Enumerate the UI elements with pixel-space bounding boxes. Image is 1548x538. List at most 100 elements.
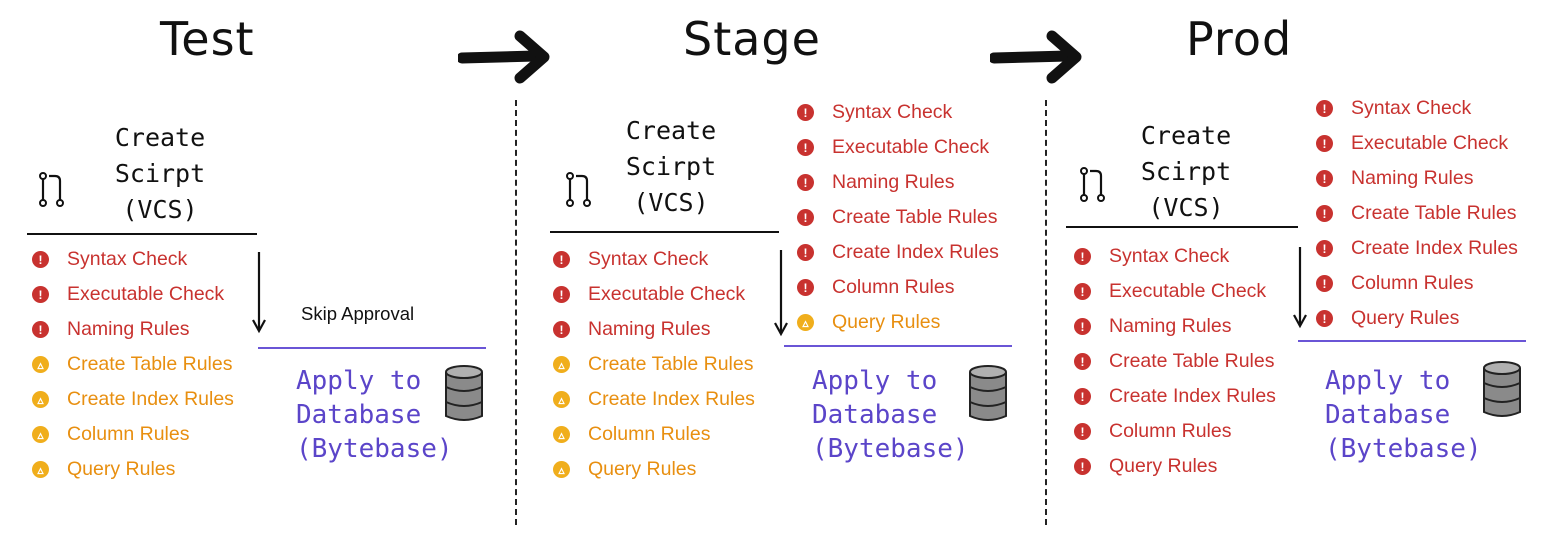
- script-label-line: Scirpt: [1140, 157, 1232, 186]
- error-dot-icon: !: [797, 139, 814, 156]
- stage-divider: [515, 100, 517, 525]
- rule-item: !Syntax Check: [32, 242, 234, 277]
- approval-line: [784, 345, 1012, 347]
- rule-item: !Syntax Check: [1074, 239, 1276, 274]
- separator-line: [1066, 226, 1298, 228]
- rule-item: !Column Rules: [797, 270, 999, 305]
- error-dot-icon: !: [1316, 100, 1333, 117]
- rule-label: Syntax Check: [588, 248, 709, 270]
- apply-label-line: Database: [296, 400, 422, 430]
- warning-dot-icon: ▵: [553, 391, 570, 408]
- database-icon: [445, 365, 483, 421]
- rule-item: ! Executable Check: [797, 130, 999, 165]
- error-dot-icon: !: [32, 321, 49, 338]
- error-dot-icon: !: [1074, 318, 1091, 335]
- rule-item: !Syntax Check: [797, 95, 999, 130]
- rule-item: ▵ Create Index Rules: [553, 382, 755, 417]
- rule-item: ! Column Rules: [1074, 414, 1276, 449]
- script-label-line: Scirpt: [114, 159, 206, 188]
- stage-title-prod: Prod: [1186, 12, 1293, 66]
- rule-item: ! Executable Check: [553, 277, 755, 312]
- rule-item: ▵Query Rules: [32, 452, 234, 487]
- rule-list: !Syntax Check ! Executable Check ! Naming …: [1074, 239, 1276, 484]
- create-script-label: Create Scirpt (VCS): [100, 120, 220, 228]
- rule-label: Create Index Rules: [588, 388, 755, 410]
- rule-label: Executable Check: [832, 136, 990, 158]
- rule-label: Executable Check: [1109, 280, 1267, 302]
- apply-label-line: (Bytebase): [296, 434, 453, 464]
- rule-item: !Create Index Rules: [1074, 379, 1276, 414]
- error-dot-icon: !: [553, 321, 570, 338]
- arrow-down-icon: [252, 252, 266, 334]
- script-label-line: Create: [114, 123, 206, 152]
- arrow-down-icon: [774, 250, 788, 337]
- rule-label: Create Index Rules: [832, 241, 999, 263]
- rule-item: ! Naming Rules: [1074, 309, 1276, 344]
- rule-label: Executable Check: [588, 283, 746, 305]
- rule-label: Create Table Rules: [588, 353, 754, 375]
- arrow-right-icon: [458, 30, 550, 84]
- rule-item: !Executable Check: [1316, 126, 1518, 161]
- error-dot-icon: !: [1316, 135, 1333, 152]
- rule-label: Create Table Rules: [1109, 350, 1275, 372]
- rule-label: Column Rules: [588, 423, 711, 445]
- apply-label-line: Database: [812, 400, 938, 430]
- rule-item: ▵ Query Rules: [797, 305, 999, 340]
- approval-rule-list: !Syntax Check !Executable Check !Naming …: [797, 95, 999, 340]
- apply-label-line: Apply to: [296, 366, 422, 396]
- rule-item: !Naming Rules: [1316, 161, 1518, 196]
- rule-label: Create Table Rules: [1351, 202, 1517, 224]
- apply-label-line: (Bytebase): [812, 434, 969, 464]
- rule-label: Executable Check: [67, 283, 225, 305]
- apply-label-line: Database: [1325, 400, 1451, 430]
- warning-dot-icon: ▵: [32, 391, 49, 408]
- rule-item: !Naming Rules: [797, 165, 999, 200]
- rule-item: !Executable Check: [32, 277, 234, 312]
- rule-label: Column Rules: [1109, 420, 1232, 442]
- error-dot-icon: !: [553, 286, 570, 303]
- rule-label: Naming Rules: [67, 318, 190, 340]
- warning-dot-icon: ▵: [32, 461, 49, 478]
- rule-item: !Syntax Check: [553, 242, 755, 277]
- script-label-line: Scirpt: [625, 152, 717, 181]
- rule-label: Column Rules: [67, 423, 190, 445]
- arrow-down-icon: [1293, 247, 1307, 329]
- error-dot-icon: !: [1316, 205, 1333, 222]
- apply-to-database-label: Apply to Database (Bytebase): [1325, 364, 1482, 466]
- error-dot-icon: !: [1316, 240, 1333, 257]
- rule-item: ▵Create Index Rules: [32, 382, 234, 417]
- approval-line: [1298, 340, 1526, 342]
- stage-divider: [1045, 100, 1047, 525]
- error-dot-icon: !: [1316, 310, 1333, 327]
- warning-dot-icon: ▵: [797, 314, 814, 331]
- rule-label: Create Index Rules: [1351, 237, 1518, 259]
- error-dot-icon: !: [1074, 388, 1091, 405]
- rule-item: ▵Column Rules: [32, 417, 234, 452]
- rule-label: Naming Rules: [1351, 167, 1474, 189]
- error-dot-icon: !: [797, 244, 814, 261]
- create-script-label: Create Scirpt (VCS): [1126, 118, 1246, 226]
- rule-item: ▵Query Rules: [553, 452, 755, 487]
- script-label-line: (VCS): [633, 188, 709, 217]
- rule-item: ▵ Create Table Rules: [32, 347, 234, 382]
- rule-label: Query Rules: [832, 311, 941, 333]
- error-dot-icon: !: [1074, 423, 1091, 440]
- apply-to-database-label: Apply to Database (Bytebase): [296, 364, 453, 466]
- rule-item: ! Create Index Rules: [1316, 231, 1518, 266]
- rule-label: Syntax Check: [67, 248, 188, 270]
- create-script-label: Create Scirpt (VCS): [611, 113, 731, 221]
- stage-title-test: Test: [160, 12, 255, 66]
- rule-item: !Query Rules: [1316, 301, 1518, 336]
- rule-item: !Query Rules: [1074, 449, 1276, 484]
- warning-dot-icon: ▵: [32, 356, 49, 373]
- rule-label: Naming Rules: [588, 318, 711, 340]
- rule-item: !Create Table Rules: [1074, 344, 1276, 379]
- error-dot-icon: !: [797, 209, 814, 226]
- error-dot-icon: !: [797, 174, 814, 191]
- rule-label: Syntax Check: [832, 101, 953, 123]
- rule-label: Create Table Rules: [67, 353, 233, 375]
- error-dot-icon: !: [1074, 458, 1091, 475]
- rule-item: ! Create Table Rules: [797, 200, 999, 235]
- rule-label: Naming Rules: [1109, 315, 1232, 337]
- rule-label: Create Table Rules: [832, 206, 998, 228]
